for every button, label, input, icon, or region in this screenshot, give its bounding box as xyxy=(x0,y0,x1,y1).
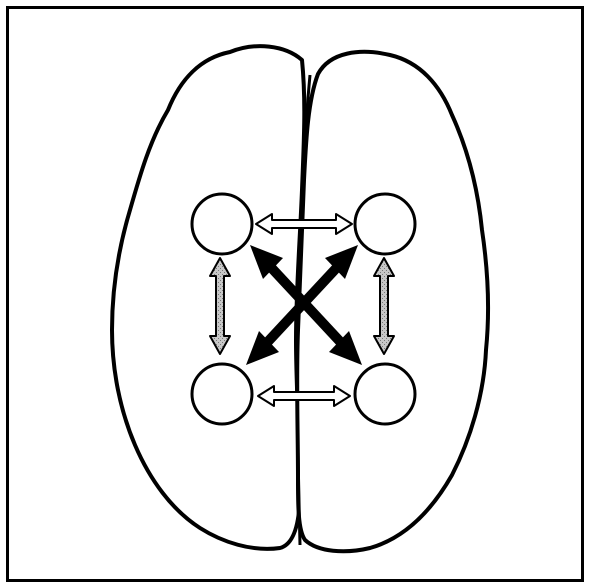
node-left-back xyxy=(192,364,252,424)
left-hemisphere xyxy=(112,46,304,549)
right-hemisphere xyxy=(297,52,488,551)
node-right-front xyxy=(355,194,415,254)
node-left-front xyxy=(192,194,252,254)
node-right-back xyxy=(355,364,415,424)
